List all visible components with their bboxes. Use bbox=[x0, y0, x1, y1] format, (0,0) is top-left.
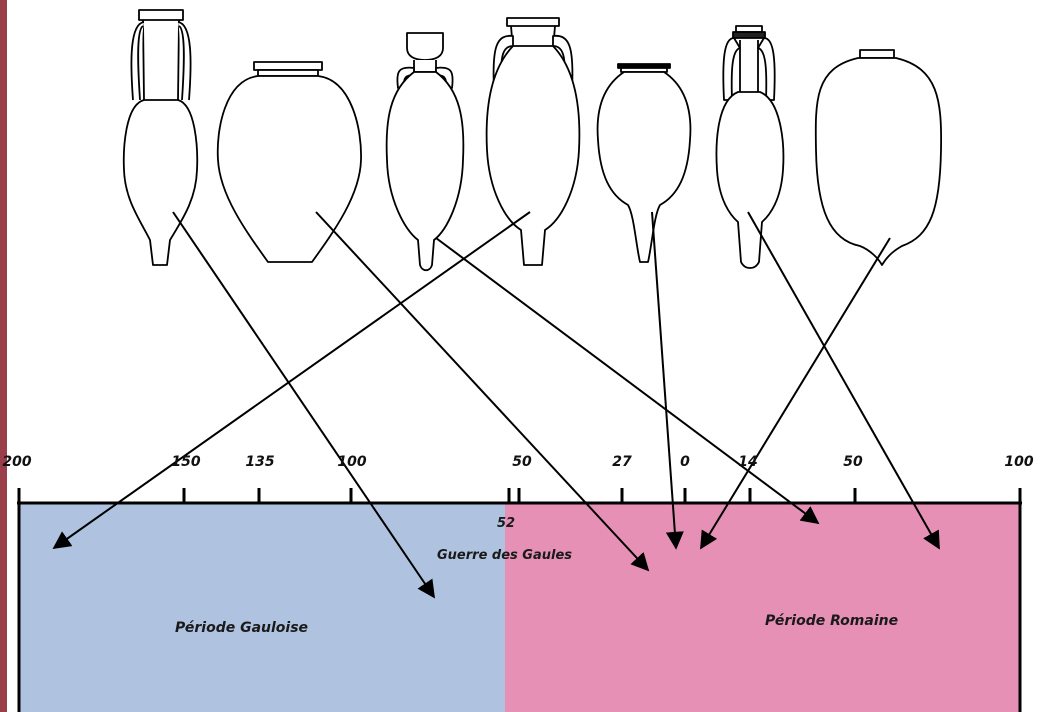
amphora-1-icon bbox=[124, 10, 197, 265]
tick-label-100: 100 bbox=[337, 454, 366, 470]
amphora-4-icon bbox=[487, 18, 580, 265]
event-year: 52 bbox=[497, 516, 515, 531]
arrow-5 bbox=[652, 212, 676, 548]
tick-label-50-ad: 50 bbox=[843, 454, 862, 470]
gaulish-period-label: Période Gauloise bbox=[175, 620, 308, 636]
tick-label-100-ad: 100 bbox=[1004, 454, 1033, 470]
tick-label-200: 200 bbox=[2, 454, 31, 470]
tick-label-50-bc: 50 bbox=[512, 454, 531, 470]
gaulish-period-region bbox=[19, 503, 505, 712]
amphora-6-icon bbox=[716, 26, 783, 268]
tick-label-14: 14 bbox=[738, 454, 757, 470]
amphora-3-icon bbox=[387, 33, 464, 270]
arrow-6 bbox=[748, 212, 939, 548]
amphora-7-icon bbox=[816, 50, 941, 265]
tick-label-27: 27 bbox=[612, 454, 631, 470]
tick-label-135: 135 bbox=[245, 454, 274, 470]
roman-period-region bbox=[505, 503, 1020, 712]
arrow-3 bbox=[436, 238, 818, 523]
amphora-5-icon bbox=[598, 64, 691, 262]
roman-period-label: Période Romaine bbox=[765, 613, 898, 629]
event-label: Guerre des Gaules bbox=[437, 548, 572, 563]
tick-label-0: 0 bbox=[680, 454, 690, 470]
tick-label-150: 150 bbox=[171, 454, 200, 470]
amphora-2-icon bbox=[218, 62, 361, 262]
